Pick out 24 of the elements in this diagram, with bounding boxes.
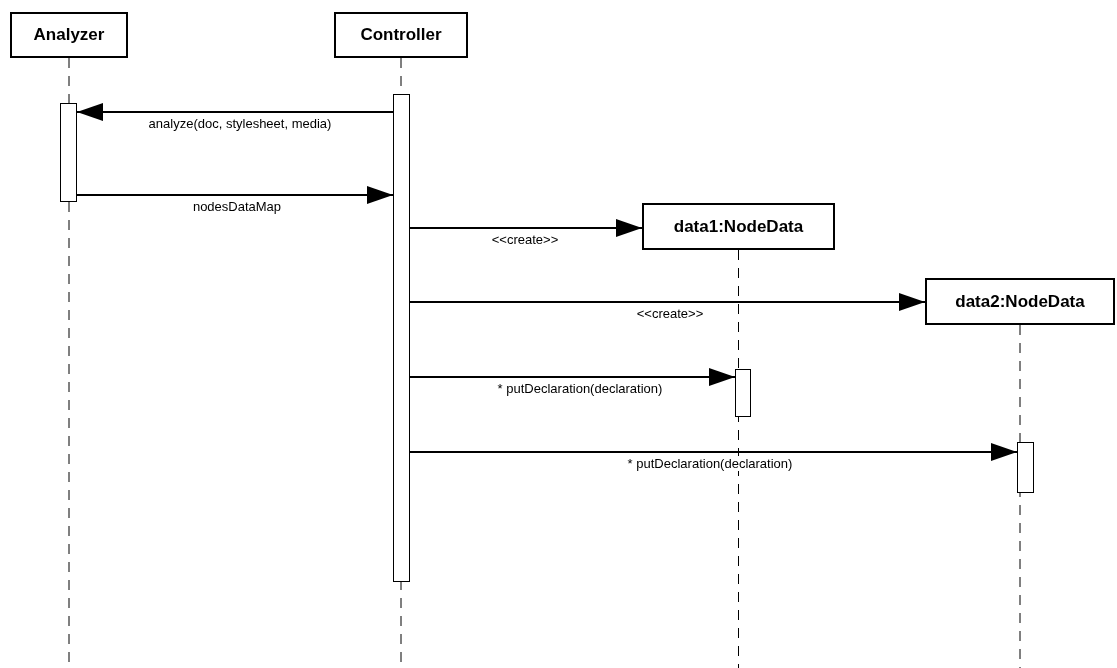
edge-label: * putDeclaration(declaration) bbox=[626, 456, 794, 471]
edge-label: nodesDataMap bbox=[191, 199, 283, 214]
activation-bar bbox=[1017, 442, 1034, 493]
lifeline-header-box bbox=[10, 12, 128, 58]
participant-name: Analyzer bbox=[33, 25, 105, 45]
activation-bar bbox=[735, 369, 751, 417]
participant-name: data2:NodeData bbox=[955, 291, 1085, 312]
message-arrow bbox=[409, 293, 926, 311]
activation-bar bbox=[60, 103, 77, 202]
participant-name: Controller bbox=[360, 25, 442, 45]
participant-name: data1:NodeData bbox=[673, 216, 804, 237]
message-arrow bbox=[409, 219, 643, 237]
message-arrow bbox=[76, 186, 394, 204]
lifeline-header-box bbox=[334, 12, 468, 58]
edge-label: <<create>> bbox=[635, 306, 705, 321]
message-arrow bbox=[409, 368, 736, 386]
activation-bar bbox=[393, 94, 410, 582]
edge-label: <<create>> bbox=[490, 232, 560, 247]
edge-label: analyze(doc, stylesheet, media) bbox=[147, 116, 333, 131]
message-arrow bbox=[409, 443, 1018, 461]
edge-label: * putDeclaration(declaration) bbox=[496, 381, 664, 396]
message-arrow bbox=[76, 103, 394, 121]
lifeline-header-box bbox=[925, 278, 1115, 325]
lifeline-header-box bbox=[642, 203, 835, 250]
